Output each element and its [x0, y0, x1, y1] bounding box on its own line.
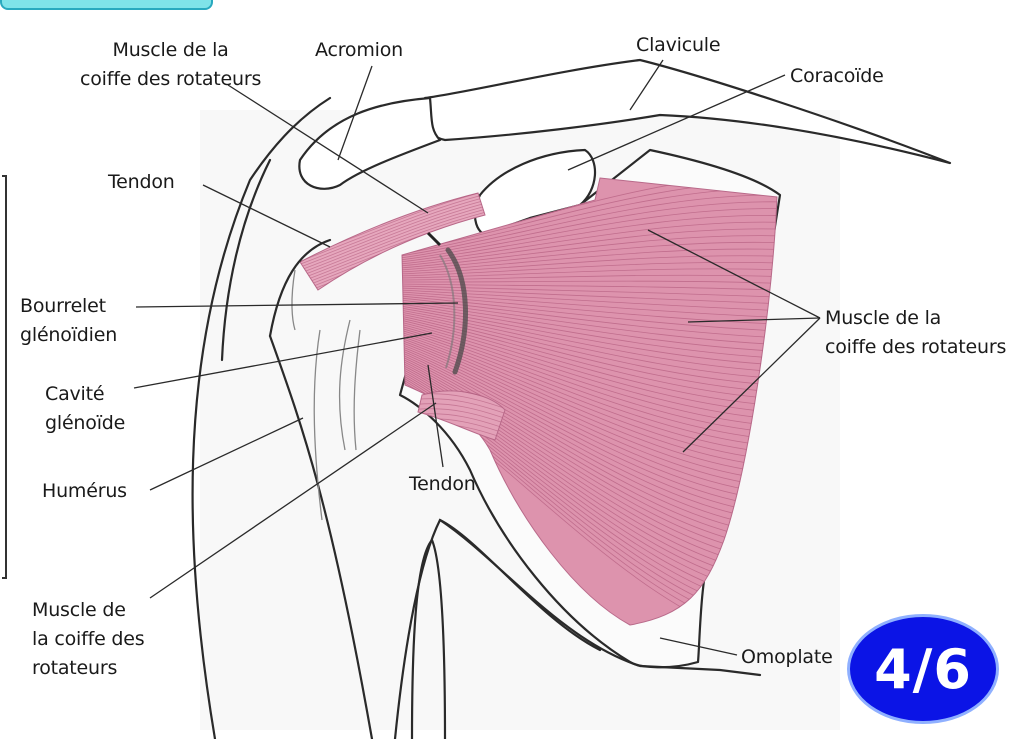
page-counter-badge: 4/6 [847, 614, 999, 724]
label-tendon-top: Tendon [108, 168, 175, 197]
label-rotator-cuff-top: Muscle de la coiffe des rotateurs [80, 36, 261, 94]
label-tendon-mid: Tendon [409, 470, 476, 499]
label-labrum: Bourrelet glénoïdien [20, 292, 117, 350]
label-rotator-cuff-right: Muscle de la coiffe des rotateurs [825, 304, 1006, 362]
label-glenoid-cavity: Cavité glénoïde [45, 380, 125, 438]
label-coracoid: Coracoïde [790, 62, 884, 91]
label-acromion: Acromion [315, 36, 403, 65]
label-humerus: Humérus [42, 477, 127, 506]
left-bracket [2, 176, 6, 578]
label-scapula: Omoplate [741, 643, 833, 672]
label-clavicle: Clavicule [636, 31, 720, 60]
corner-tab [0, 0, 213, 10]
label-rotator-cuff-bottom: Muscle de la coiffe des rotateurs [32, 596, 144, 683]
page-counter-text: 4/6 [874, 638, 972, 701]
